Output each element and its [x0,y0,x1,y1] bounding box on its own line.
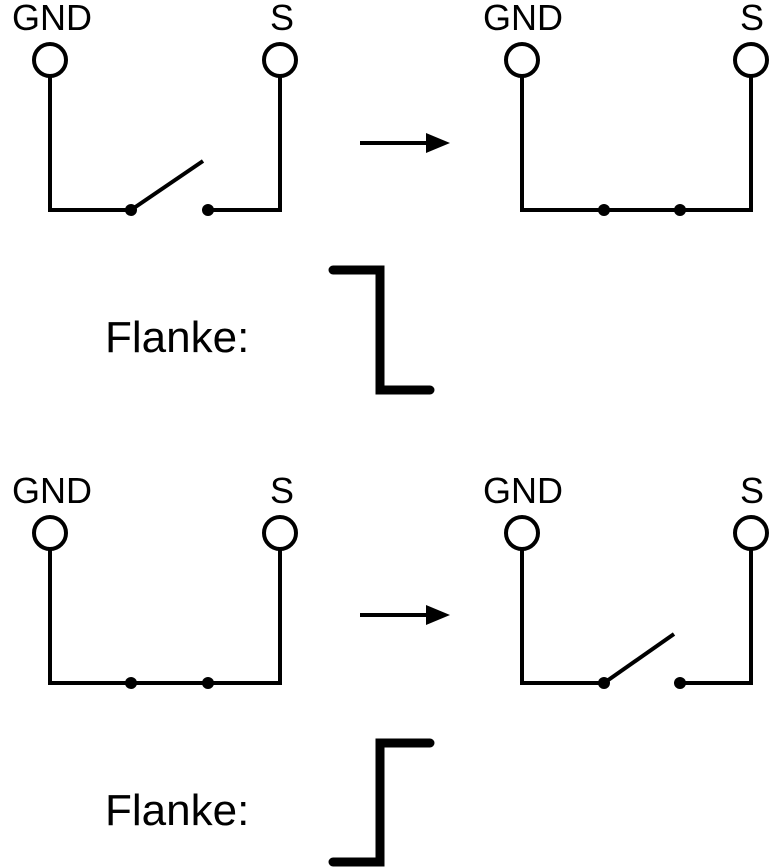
row1-circuit-before: GND S [12,0,298,216]
signal-label: S [270,470,294,511]
gnd-terminal [32,515,68,551]
gnd-terminal [504,515,540,551]
edge-label: Flanke: [105,313,249,362]
signal-terminal [733,515,769,551]
signal-label: S [270,0,294,38]
wire-signal [680,549,753,685]
switch-contact-right [202,677,214,689]
switch-blade-open [602,632,676,685]
row1-transition-arrow [360,133,450,153]
gnd-label: GND [12,0,92,38]
row-1: GND S GND S Flanke: [12,0,769,395]
switch-contact-left [125,677,137,689]
switch-blade-open [129,159,205,212]
gnd-terminal [32,42,68,78]
row2-circuit-before: GND S [12,470,298,689]
row2-circuit-after: GND S [483,470,769,689]
signal-label: S [740,470,764,511]
row-2: GND S GND S Flanke: [12,470,769,867]
row1-circuit-after: GND S [483,0,769,216]
signal-label: S [740,0,764,38]
edge-label: Flanke: [105,786,249,835]
switch-contact-left [598,677,610,689]
switch-contact-right [674,204,686,216]
signal-terminal [733,42,769,78]
switch-contact-left [125,204,137,216]
row2-transition-arrow [360,605,450,625]
gnd-label: GND [483,470,563,511]
signal-terminal [262,515,298,551]
gnd-label: GND [483,0,563,38]
wire-gnd [48,76,131,212]
closed-loop-wire [520,76,753,212]
gnd-label: GND [12,470,92,511]
row2-edge: Flanke: [105,738,435,867]
wire-gnd [520,549,604,685]
switch-contact-right [674,677,686,689]
signal-terminal [262,42,298,78]
gnd-terminal [504,42,540,78]
switch-contact-right [202,204,214,216]
falling-edge-symbol [328,265,435,395]
switch-contact-left [598,204,610,216]
row1-edge: Flanke: [105,265,435,395]
wire-signal [208,76,282,212]
closed-loop-wire [48,549,282,685]
rising-edge-symbol [328,738,435,867]
